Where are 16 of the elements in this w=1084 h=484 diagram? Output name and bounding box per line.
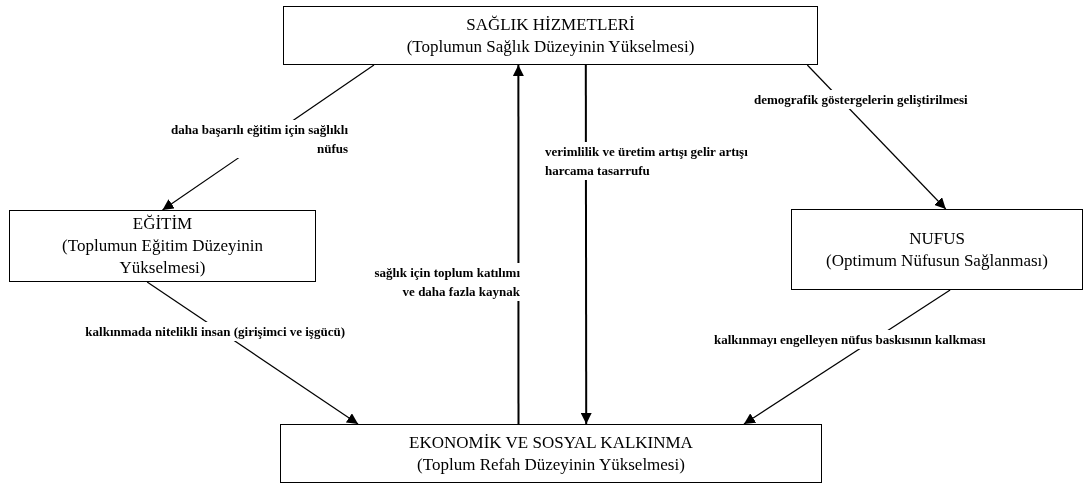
box-subtitle: (Toplumun Sağlık Düzeyinin Yükselmesi) bbox=[405, 35, 696, 58]
process-box bbox=[283, 6, 818, 65]
arrow bbox=[512, 64, 524, 425]
arrow bbox=[806, 64, 947, 210]
box-subtitle: (Optimum Nüfusun Sağlanması) bbox=[825, 249, 1049, 272]
box-subtitle: (Toplumun Eğitim Düzeyinin Yükselmesi) bbox=[61, 235, 264, 279]
process-box bbox=[280, 424, 822, 483]
process-box bbox=[791, 209, 1083, 290]
arrow bbox=[580, 64, 592, 425]
box-title: NUFUS bbox=[908, 227, 966, 250]
box-subtitle: (Toplum Refah Düzeyinin Yükselmesi) bbox=[416, 453, 686, 476]
box-title: EKONOMİK VE SOSYAL KALKINMA bbox=[408, 431, 694, 454]
edge-label: sağlık için toplum katılımı ve daha fazla kaynak bbox=[372, 263, 522, 301]
process-box bbox=[9, 210, 316, 282]
box-title: EĞİTİM bbox=[131, 213, 194, 235]
box-title: SAĞLIK HİZMETLERİ bbox=[465, 13, 636, 36]
